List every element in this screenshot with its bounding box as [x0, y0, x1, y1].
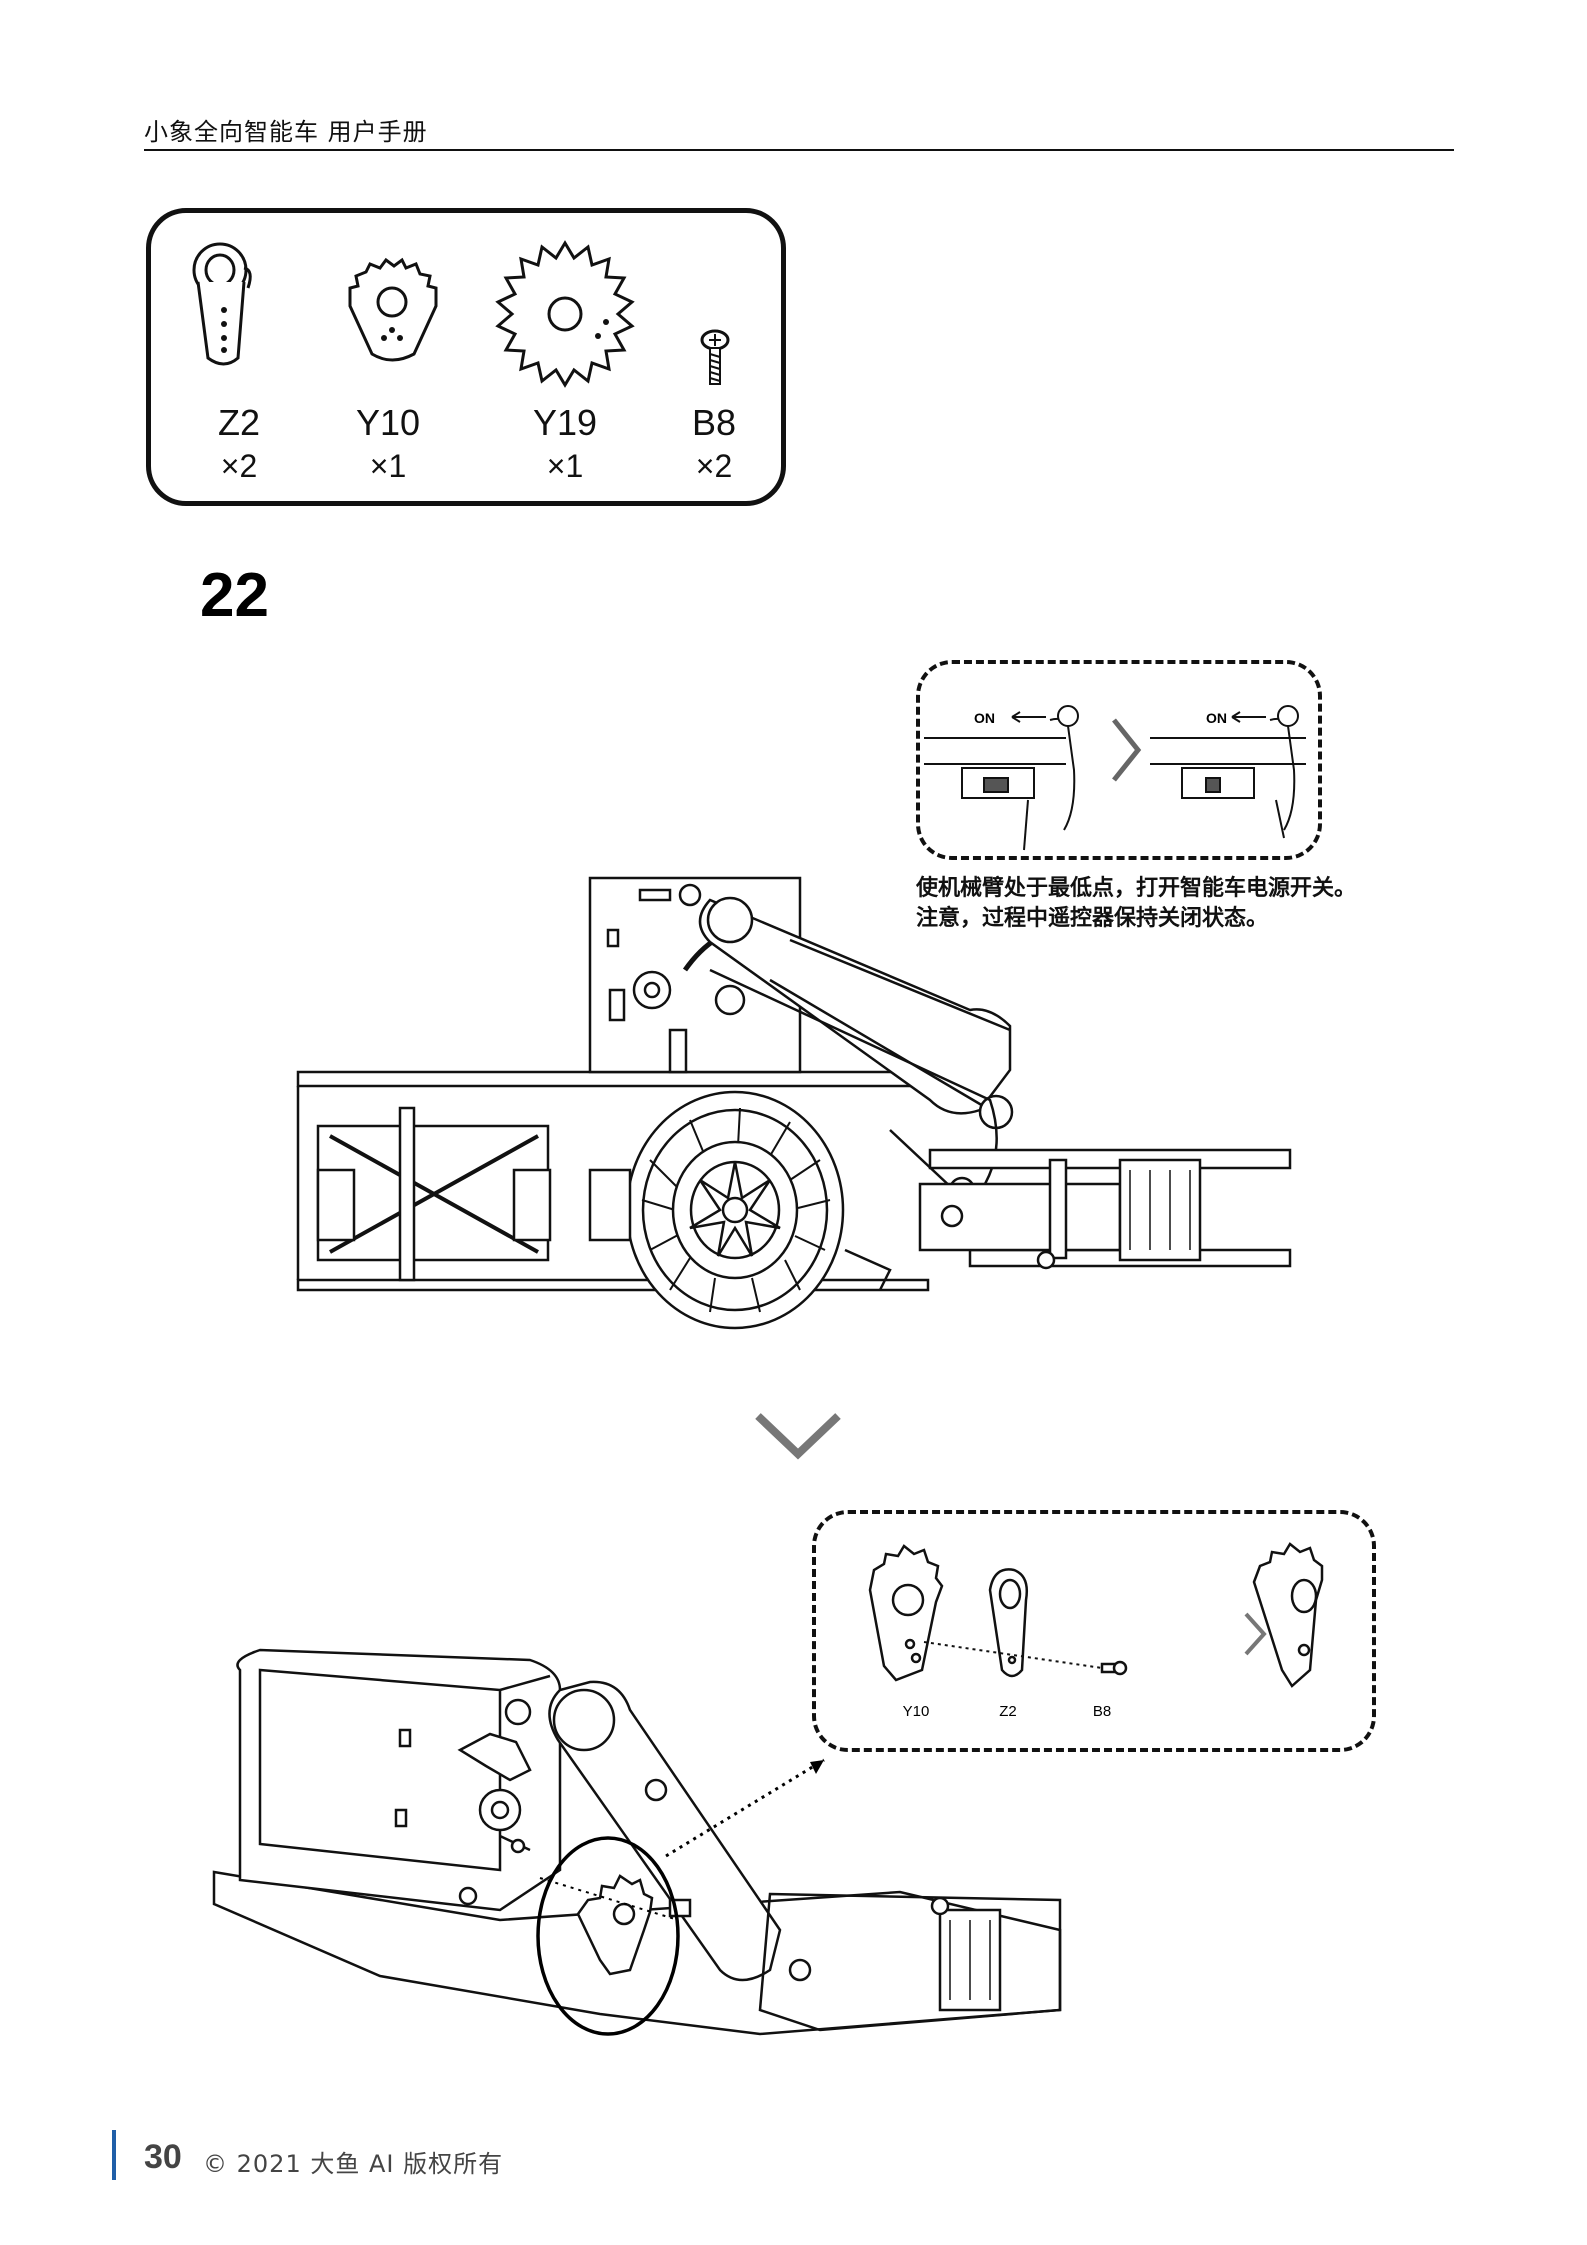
instruction-line-1: 使机械臂处于最低点，打开智能车电源开关。 — [916, 876, 1357, 901]
arm-servo-assembly-illustration — [212, 1648, 1062, 2036]
part-code-b8: B8 — [691, 402, 737, 443]
instruction-line-2: 注意，过程中遥控器保持关闭状态。 — [916, 906, 1269, 931]
detail-label-z2: Z2 — [999, 1703, 1017, 1720]
servo-horn-z2-icon — [192, 242, 252, 366]
horn-gear-assembly-illustration: Y10 Z2 B8 — [868, 1542, 1324, 1720]
horn-gear-assembly-detail — [812, 1510, 1376, 1752]
part-code-z2: Z2 — [217, 402, 260, 443]
gear-y10-icon — [348, 257, 438, 362]
detail-label-b8: B8 — [1093, 1703, 1111, 1720]
header-title: 小象全向智能车 用户手册 — [144, 118, 428, 146]
footer-accent-bar — [112, 2130, 116, 2180]
robot-car-arm-lowest-position-illustration — [296, 876, 1292, 1330]
gear-y19-icon — [495, 240, 635, 388]
switch-on-label-before: ON — [974, 710, 995, 726]
highlight-ellipse — [536, 1836, 680, 2036]
chevron-down-icon — [755, 1413, 841, 1460]
power-switch-illustration: ON ON — [924, 705, 1306, 851]
part-qty-y10: ×1 — [369, 448, 407, 484]
part-qty-y19: ×1 — [546, 448, 584, 484]
detail-label-y10: Y10 — [903, 1703, 930, 1720]
part-qty-z2: ×2 — [220, 448, 258, 484]
parts-list-box — [146, 208, 786, 506]
switch-on-label-after: ON — [1206, 710, 1227, 726]
part-qty-b8: ×2 — [695, 448, 733, 484]
screw-b8-icon — [700, 329, 730, 385]
header-divider — [144, 149, 1454, 151]
page-number: 30 — [144, 2138, 182, 2176]
part-code-y19: Y19 — [532, 402, 598, 443]
part-code-y10: Y10 — [355, 402, 421, 443]
power-switch-detail — [916, 660, 1322, 860]
footer-copyright: © 2021 大鱼 AI 版权所有 — [203, 2150, 504, 2178]
callout-leader-line — [665, 1758, 825, 1858]
step-number: 22 — [200, 561, 269, 630]
